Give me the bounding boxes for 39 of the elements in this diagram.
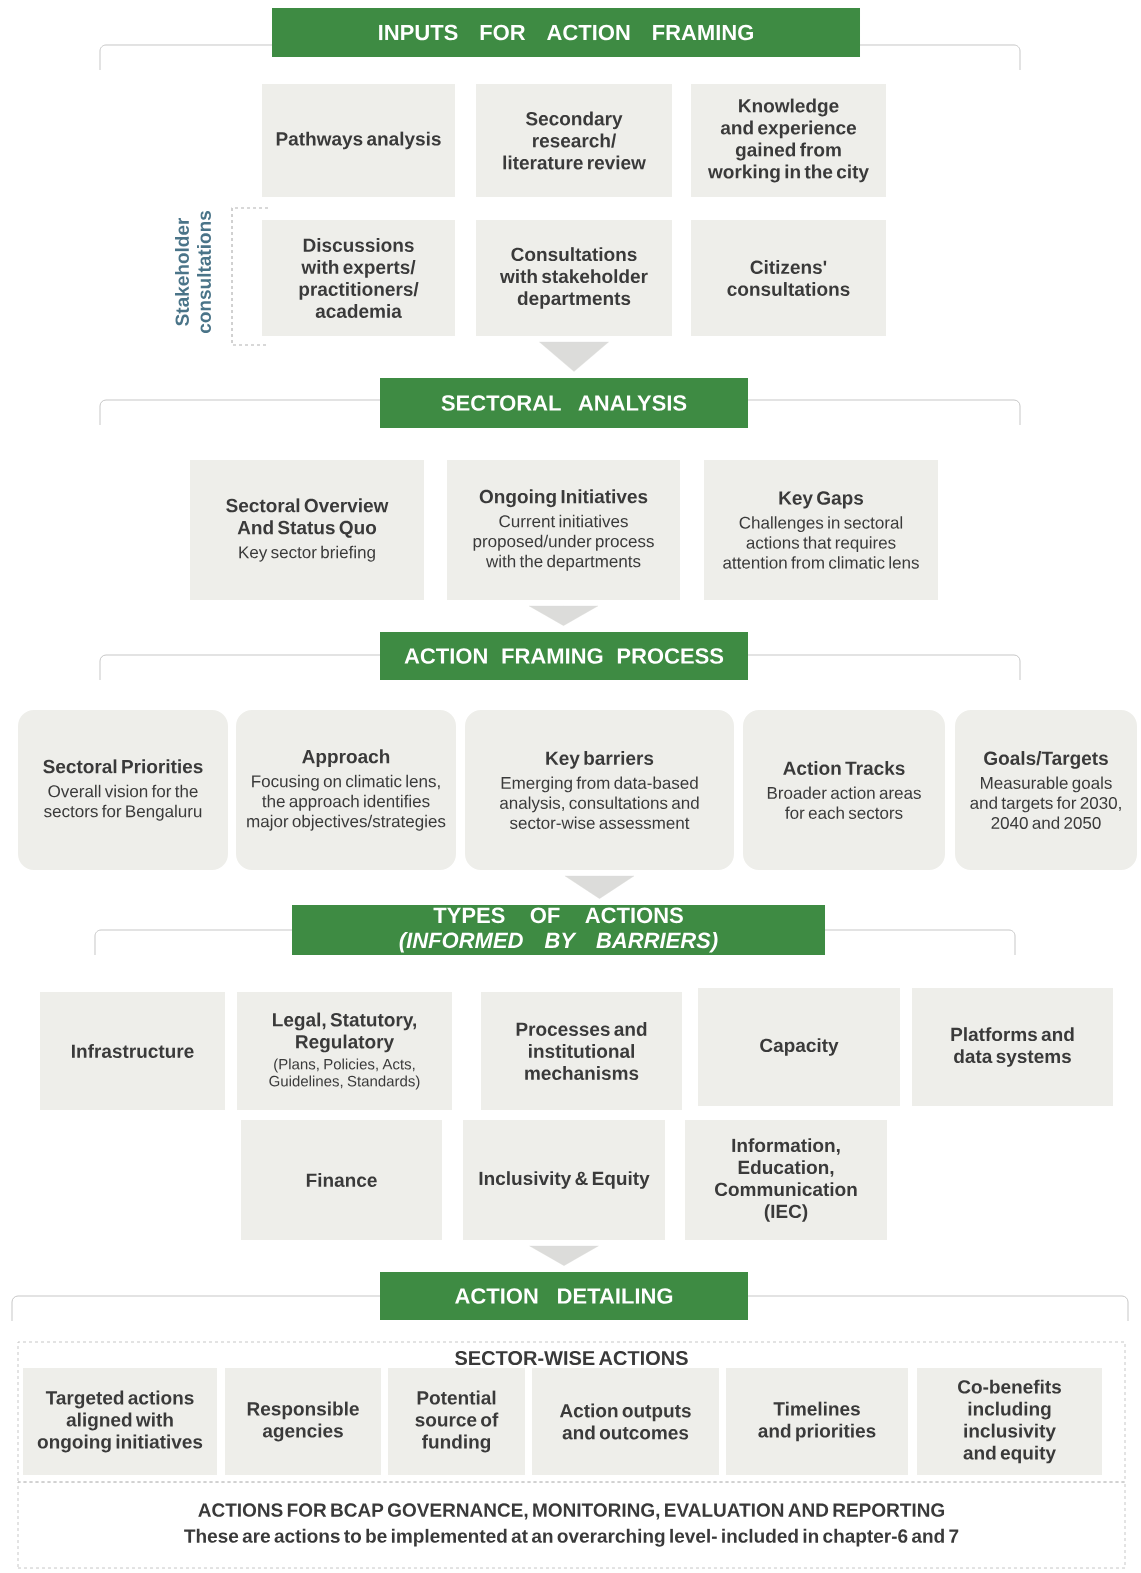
process-box: Sectoral Overview And Status Quo Key sector briefing bbox=[190, 460, 424, 600]
process-box: Processes and institutional mechanisms bbox=[481, 992, 682, 1110]
process-box: Discussions with experts/ practitioners/ academia bbox=[262, 220, 455, 336]
rounded-box: Approach Focusing on climatic lens, the approach identifies major objectives/strategies bbox=[236, 710, 456, 870]
header-bar: INPUTS FOR ACTION FRAMING bbox=[272, 8, 860, 57]
process-box: Responsible agencies bbox=[225, 1368, 381, 1475]
process-box: Infrastructure bbox=[40, 992, 225, 1110]
side-label: Stakeholder consultations bbox=[175, 211, 211, 333]
process-box: Information, Education, Communication (IEC) bbox=[685, 1120, 887, 1240]
chevron-arrow bbox=[539, 341, 609, 372]
process-box: Inclusivity & Equity bbox=[463, 1120, 665, 1240]
chevron-arrow bbox=[564, 875, 635, 899]
process-box: Action outputs and outcomes bbox=[532, 1368, 719, 1475]
rounded-box: Action Tracks Broader action areas for each sectors bbox=[743, 710, 945, 870]
header-bar: ACTION DETAILING bbox=[380, 1272, 748, 1320]
process-box: Citizens' consultations bbox=[691, 220, 886, 336]
rounded-box: Key barriers Emerging from data-based analysis, consultations and sector-wise assessment bbox=[465, 710, 734, 870]
rounded-box: Sectoral Priorities Overall vision for the sectors for Bengaluru bbox=[18, 710, 228, 870]
dashed-group-box: ACTIONS FOR BCAP GOVERNANCE, MONITORING, EVALUATION AND REPORTING These are actions to be implemented at an overarching level- included in chapter-6 and 7 bbox=[17, 1481, 1126, 1569]
process-box: Potential source of funding bbox=[388, 1368, 525, 1475]
process-box: Secondary research/ literature review bbox=[476, 84, 672, 197]
header-bar: ACTION FRAMING PROCESS bbox=[380, 632, 748, 680]
process-box: Knowledge and experience gained from working in the city bbox=[691, 84, 886, 197]
chevron-arrow bbox=[529, 1245, 599, 1266]
process-box: Finance bbox=[241, 1120, 442, 1240]
process-box: Legal, Statutory, Regulatory (Plans, Policies, Acts, Guidelines, Standards) bbox=[237, 992, 452, 1110]
process-box: Key Gaps Challenges in sectoral actions that requires attention from climatic lens bbox=[704, 460, 938, 600]
process-box: Timelines and priorities bbox=[726, 1368, 908, 1475]
process-box: Capacity bbox=[698, 988, 900, 1106]
process-box: Co-benefits including inclusivity and equity bbox=[917, 1368, 1102, 1475]
header-bar: SECTORAL ANALYSIS bbox=[380, 378, 748, 428]
process-box: Pathways analysis bbox=[262, 84, 455, 197]
process-box: Targeted actions aligned with ongoing initiatives bbox=[23, 1368, 217, 1475]
header-bar: TYPES OF ACTIONS (INFORMED BY BARRIERS) bbox=[292, 905, 825, 955]
chevron-arrow bbox=[528, 605, 599, 626]
process-box: Consultations with stakeholder departments bbox=[476, 220, 672, 336]
process-box: Platforms and data systems bbox=[912, 988, 1113, 1106]
rounded-box: Goals/Targets Measurable goals and targets for 2030, 2040 and 2050 bbox=[955, 710, 1137, 870]
process-box: Ongoing Initiatives Current initiatives proposed/under process with the departments bbox=[447, 460, 680, 600]
